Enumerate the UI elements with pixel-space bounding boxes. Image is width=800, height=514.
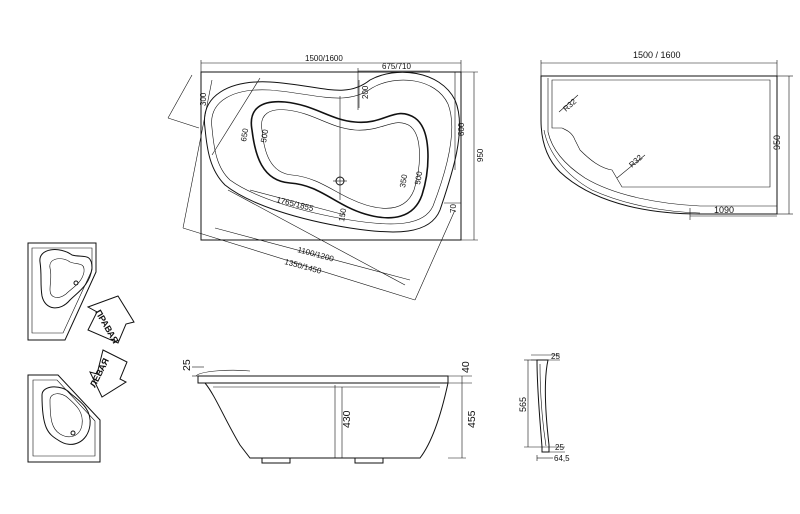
side-d25-bottom: 25 — [555, 443, 564, 452]
outline-view: 1500 / 1600 950 R32 R32 1090 — [540, 50, 793, 220]
outline-r32-bottom: R32 — [627, 153, 644, 170]
front-d430: 430 — [341, 410, 353, 428]
left-arrow-icon — [89, 349, 128, 398]
top-view-outer-basin — [203, 71, 461, 233]
dim-bottom-2: 1350/1450 — [283, 257, 322, 276]
top-view-inner-basin — [250, 100, 429, 219]
top-view-inner-basin-2 — [261, 109, 420, 209]
side-d565: 565 — [518, 397, 528, 412]
right-label: ПРАВАЯ — [93, 308, 120, 345]
dim-diagonal: 1765/1855 — [276, 195, 315, 213]
front-d40: 40 — [460, 361, 472, 373]
front-d25: 25 — [181, 359, 193, 371]
outline-inner — [551, 79, 771, 188]
right-orientation-icon: ПРАВАЯ — [27, 242, 135, 345]
dim-600: 600 — [457, 122, 466, 136]
dim-offset: 675/710 — [382, 62, 411, 71]
front-rim — [197, 375, 449, 384]
outline-height: 950 — [772, 135, 782, 150]
dim-950: 950 — [476, 148, 485, 162]
left-orientation-icon: ЛЕВАЯ — [27, 349, 128, 463]
dim-150: 150 — [337, 207, 348, 222]
side-profile — [536, 359, 550, 453]
outline-bottom: 1090 — [714, 205, 734, 215]
dim-200: 200 — [361, 85, 370, 99]
side-view: 25 565 25 64,5 — [518, 352, 570, 463]
right-arrow-icon — [86, 295, 135, 344]
front-d455: 455 — [466, 410, 478, 428]
top-view: 1500/1600 675/710 300 200 650 500 600 95… — [167, 54, 485, 301]
dim-500-right: 500 — [413, 170, 424, 185]
front-view: 25 40 430 455 — [181, 359, 478, 464]
dim-width-top: 1500/1600 — [305, 54, 343, 63]
dim-650: 650 — [239, 127, 250, 142]
top-view-rim-line — [211, 79, 452, 225]
top-view-outer-rect — [200, 71, 462, 241]
side-d25-top: 25 — [551, 352, 560, 361]
outline-r32-top: R32 — [561, 97, 578, 114]
dim-350: 350 — [398, 173, 409, 188]
dim-500-left: 500 — [259, 128, 270, 143]
dim-300: 300 — [199, 92, 208, 106]
outline-width: 1500 / 1600 — [633, 50, 681, 60]
outline-shell — [540, 75, 778, 215]
side-d64-5: 64,5 — [554, 454, 570, 463]
dim-70: 70 — [449, 204, 458, 213]
